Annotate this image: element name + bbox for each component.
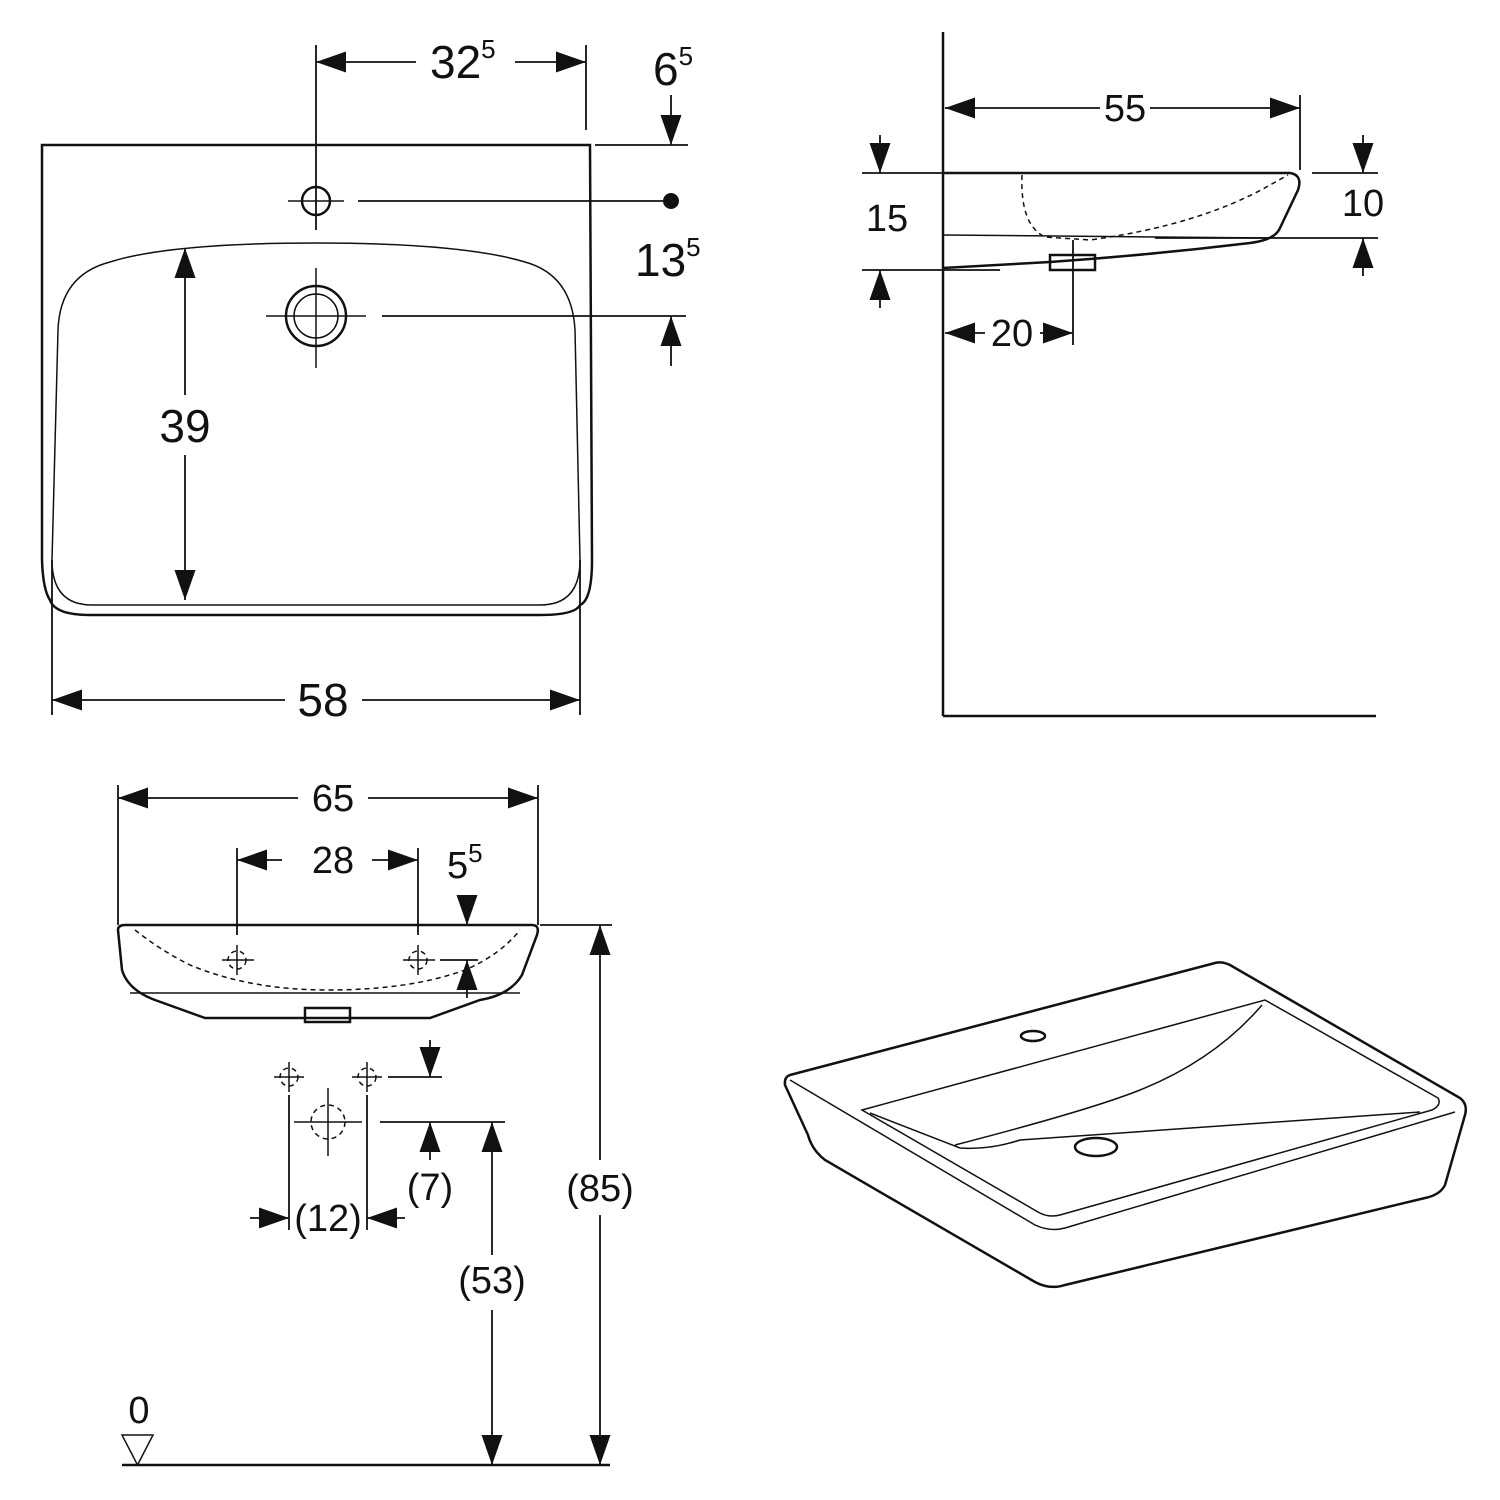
dim-drain-from-wall: 20 <box>991 313 1033 355</box>
basin-profile <box>942 171 1301 270</box>
dim-width: 58 <box>297 674 348 726</box>
dim-tap-offset: 325 <box>430 34 496 88</box>
dim-supply-spacing: (12) <box>294 1198 362 1240</box>
front-view: 65 28 55 (7) (12) (53) (85) 0 <box>116 778 634 1467</box>
side-view: 55 15 10 20 <box>862 32 1384 718</box>
dim-projection: 55 <box>1104 88 1146 130</box>
drain-icon <box>1073 1136 1119 1158</box>
dim-bolt-spacing: 28 <box>312 840 354 882</box>
dim-rim: 10 <box>1342 183 1384 225</box>
dim-bowl-depth: 39 <box>159 400 210 452</box>
dim-drain-from-tap: 135 <box>635 232 701 286</box>
floor-level-label: 0 <box>128 1390 149 1432</box>
dim-bolt-drop: 55 <box>447 838 483 887</box>
dim-tap-from-wall: 65 <box>653 41 693 95</box>
basin-front-outline <box>116 923 540 1020</box>
supply-right-icon <box>352 1062 382 1092</box>
dim-rim-height: (85) <box>566 1168 634 1210</box>
supply-left-icon <box>274 1062 304 1092</box>
dim-supply-height: (53) <box>458 1260 526 1302</box>
drain-icon <box>266 268 366 368</box>
tap-hole-icon <box>1019 1029 1047 1043</box>
waste-outlet-icon <box>294 1088 362 1156</box>
floor-level-triangle-icon <box>120 1434 155 1467</box>
bolt-hole-left-icon <box>222 945 254 975</box>
bolt-hole-right-icon <box>403 945 435 975</box>
basin-iso-outline <box>783 961 1468 1289</box>
drain-outlet <box>303 1006 352 1024</box>
dim-supply-drop: (7) <box>407 1167 453 1209</box>
dim-height: 15 <box>866 198 908 240</box>
top-view: 325 65 135 39 58 <box>40 34 701 726</box>
dim-overall-width: 65 <box>312 778 354 820</box>
isometric-view <box>783 961 1468 1289</box>
basin-outline <box>40 143 594 617</box>
